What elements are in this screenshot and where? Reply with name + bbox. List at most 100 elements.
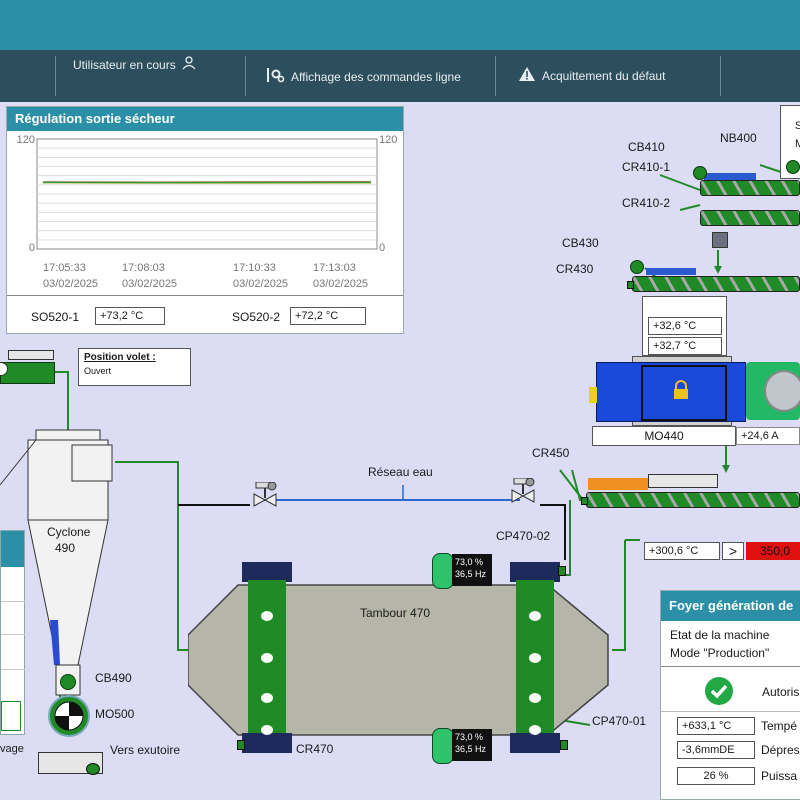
x-tick-time: 17:13:03 bbox=[313, 262, 356, 274]
cr470-label: CR470 bbox=[296, 742, 334, 756]
trend-divider bbox=[7, 295, 403, 296]
so520-2-value: +72,2 °C bbox=[290, 307, 366, 325]
separator bbox=[495, 56, 496, 96]
cb430-motor[interactable] bbox=[630, 260, 644, 274]
mo440-temp-box: +32,6 °C +32,7 °C bbox=[642, 296, 727, 356]
fault-ack-button[interactable]: Acquittement du défaut bbox=[518, 66, 665, 85]
cyclone-490[interactable] bbox=[0, 425, 125, 715]
nb400-label: NB400 bbox=[720, 131, 757, 145]
so520-1-value: +73,2 °C bbox=[95, 307, 165, 325]
x-tick-date: 03/02/2025 bbox=[313, 278, 368, 290]
left-partial-panel bbox=[0, 530, 25, 735]
so520-2-label: SO520-2 bbox=[232, 310, 281, 324]
mo440-current: +24,6 A bbox=[736, 427, 800, 445]
left-partial-panel-head bbox=[1, 531, 24, 567]
drum-band-right-bottom bbox=[510, 733, 560, 753]
position-volet-value: Ouvert bbox=[84, 366, 112, 376]
info-box-m: M bbox=[795, 138, 800, 150]
cb490-label: CB490 bbox=[95, 671, 132, 685]
foyer-setpoint: 350,0 bbox=[746, 542, 800, 560]
cr430-marker[interactable] bbox=[627, 281, 634, 289]
foyer-mode-line: Mode "Production" bbox=[670, 646, 770, 660]
warning-icon bbox=[518, 66, 536, 85]
cb490-motor[interactable] bbox=[60, 674, 76, 690]
cyclone-number: 490 bbox=[55, 541, 76, 555]
drum-motor-top[interactable] bbox=[432, 553, 454, 589]
y-axis-max-right: 120 bbox=[379, 134, 397, 146]
cyclone-label: Cyclone bbox=[47, 525, 91, 539]
gears-icon bbox=[265, 66, 285, 87]
mo440-temp-1: +32,6 °C bbox=[648, 317, 722, 335]
water-valve-right[interactable] bbox=[510, 477, 536, 504]
exutoire-actuator-motor[interactable] bbox=[86, 763, 100, 775]
mo500-fan[interactable] bbox=[48, 695, 90, 737]
cr410-2-label: CR410-2 bbox=[622, 196, 671, 210]
cb410-label: CB410 bbox=[628, 140, 665, 154]
foyer-autoris-label: Autoris bbox=[762, 685, 800, 699]
foyer-temp-value: +633,1 °C bbox=[677, 717, 755, 735]
separator bbox=[55, 56, 56, 96]
current-user-button[interactable]: Utilisateur en cours bbox=[73, 56, 196, 73]
nb400-motor[interactable] bbox=[786, 160, 800, 174]
foyer-temp-label: Tempé bbox=[761, 719, 798, 733]
water-valve-left[interactable] bbox=[252, 481, 278, 508]
drum-motor-bottom[interactable] bbox=[432, 728, 454, 764]
mo440-motor[interactable] bbox=[589, 362, 746, 422]
cr450-marker[interactable] bbox=[581, 497, 588, 505]
mo440-temp-2: +32,7 °C bbox=[648, 337, 722, 355]
x-tick-time: 17:10:33 bbox=[233, 262, 276, 274]
vfd-bottom: 73,0 % 36,5 Hz bbox=[452, 729, 492, 761]
command-bar bbox=[0, 50, 800, 102]
foyer-depress-label: Dépres bbox=[761, 743, 800, 757]
cr450-screw[interactable] bbox=[586, 492, 800, 508]
vage-label: vage bbox=[0, 743, 24, 755]
y-axis-min-left: 0 bbox=[29, 242, 35, 254]
fault-ack-label: Acquittement du défaut bbox=[542, 68, 666, 83]
foyer-panel: Foyer génération de Etat de la machine M… bbox=[660, 590, 800, 800]
cp470-01-marker[interactable] bbox=[560, 740, 568, 750]
so520-1-label: SO520-1 bbox=[31, 310, 80, 324]
reseau-eau-label: Réseau eau bbox=[368, 465, 433, 479]
x-tick-date: 03/02/2025 bbox=[233, 278, 288, 290]
cb430-belt[interactable] bbox=[646, 268, 696, 275]
drum-ring-holes bbox=[261, 611, 541, 735]
cr450-actuator[interactable] bbox=[648, 474, 718, 488]
cr430-screw[interactable] bbox=[632, 276, 800, 292]
line-commands-label: Affichage des commandes ligne bbox=[291, 69, 461, 84]
cr470-marker[interactable] bbox=[237, 740, 245, 750]
vfd-bottom-frequency: 36,5 Hz bbox=[455, 744, 487, 754]
foyer-puiss-label: Puissa bbox=[761, 769, 798, 783]
x-tick-time: 17:05:33 bbox=[43, 262, 86, 274]
current-user-label: Utilisateur en cours bbox=[73, 57, 176, 72]
vfd-bottom-percent: 73,0 % bbox=[455, 732, 484, 742]
trend-panel-title: Régulation sortie sécheur bbox=[7, 107, 403, 131]
check-icon bbox=[705, 677, 733, 705]
cr450-label: CR450 bbox=[532, 446, 570, 460]
cr410-2-screw[interactable] bbox=[700, 210, 800, 226]
vfd-top-percent: 73,0 % bbox=[455, 557, 484, 567]
lock-icon bbox=[672, 380, 690, 400]
cp470-02-marker[interactable] bbox=[558, 566, 566, 576]
cr450-inlet bbox=[588, 478, 648, 490]
cb410-belt[interactable] bbox=[704, 173, 756, 180]
cr410-1-label: CR410-1 bbox=[622, 160, 671, 174]
top-banner bbox=[0, 0, 800, 50]
vfd-top-frequency: 36,5 Hz bbox=[455, 569, 487, 579]
foyer-puiss-value: 26 % bbox=[677, 767, 755, 785]
x-tick-time: 17:08:03 bbox=[122, 262, 165, 274]
compare-symbol: > bbox=[722, 542, 744, 560]
mo440-label: MO440 bbox=[592, 426, 736, 446]
x-tick-date: 03/02/2025 bbox=[43, 278, 98, 290]
cb410-motor[interactable] bbox=[693, 166, 707, 180]
info-box-s: S bbox=[795, 120, 800, 132]
vers-exutoire-label: Vers exutoire bbox=[110, 743, 181, 757]
valve-actuator-icon[interactable] bbox=[8, 350, 54, 360]
cr410-1-screw[interactable] bbox=[700, 180, 800, 196]
left-conveyor[interactable] bbox=[0, 362, 55, 384]
foyer-temperature: +300,6 °C bbox=[644, 542, 720, 560]
vfd-top: 73,0 % 36,5 Hz bbox=[452, 554, 492, 586]
cr430-label: CR430 bbox=[556, 262, 594, 276]
trend-chart: 1200120017:05:3303/02/202517:08:0303/02/… bbox=[17, 134, 398, 290]
line-commands-button[interactable]: Affichage des commandes ligne bbox=[265, 66, 461, 87]
